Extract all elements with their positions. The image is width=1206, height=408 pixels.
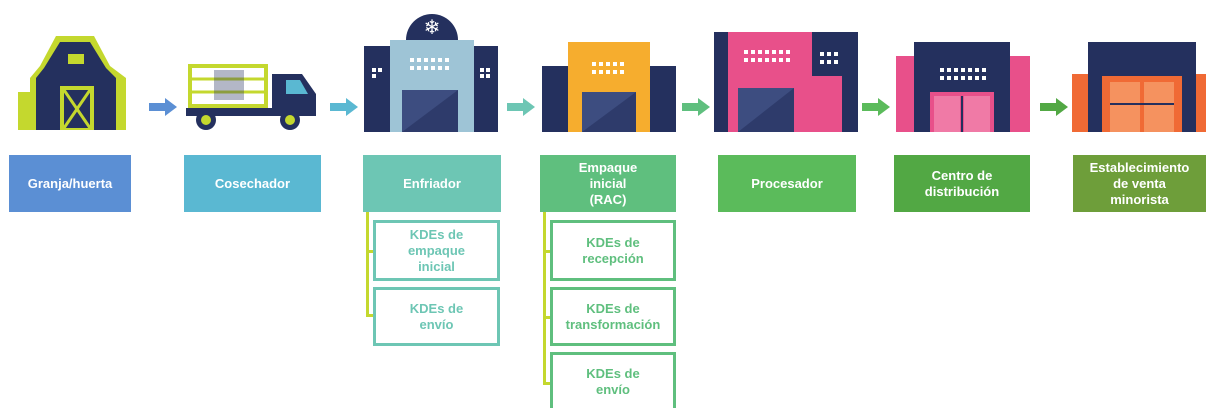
kde-box-enfriador-envio: KDEs de envío xyxy=(373,287,500,346)
kde-box-empaque-recepcion: KDEs de recepción xyxy=(550,220,676,281)
distribution-center-icon xyxy=(896,42,1030,132)
svg-text:❄: ❄ xyxy=(424,15,441,39)
flow-arrow-3 xyxy=(507,98,535,116)
stage-empaque-inicial: Empaque inicial (RAC) xyxy=(540,155,676,212)
kde-connector-tick xyxy=(366,250,374,253)
stage-procesador: Procesador xyxy=(718,155,856,212)
stage-label: Procesador xyxy=(751,175,823,191)
stage-granja: Granja/huerta xyxy=(9,155,131,212)
kde-box-enfriador-empaque: KDEs de empaque inicial xyxy=(373,220,500,281)
processor-building-icon xyxy=(714,32,858,132)
stage-label: Establecimiento de venta minorista xyxy=(1089,159,1190,207)
barn-icon xyxy=(18,36,126,130)
kde-connector-tick xyxy=(543,382,551,385)
kde-connector-tick xyxy=(366,314,374,317)
stage-enfriador: Enfriador xyxy=(363,155,501,212)
kde-box-empaque-envio: KDEs de envío xyxy=(550,352,676,408)
packing-building-icon xyxy=(542,42,676,132)
kde-label: KDEs de envío xyxy=(586,365,640,397)
stage-label: Enfriador xyxy=(403,175,461,191)
kde-label: KDEs de recepción xyxy=(582,234,644,266)
flow-arrow-4 xyxy=(682,98,710,116)
cooler-building-icon: ❄ xyxy=(364,14,498,132)
stage-establecimiento-venta: Establecimiento de venta minorista xyxy=(1073,155,1206,212)
kde-connector-tick xyxy=(543,250,551,253)
kde-connector-empaque xyxy=(543,212,546,384)
flow-arrow-5 xyxy=(862,98,890,116)
stage-label: Granja/huerta xyxy=(27,175,113,191)
retail-store-icon xyxy=(1072,42,1206,132)
kde-box-empaque-transformacion: KDEs de transformación xyxy=(550,287,676,346)
stage-centro-distribucion: Centro de distribución xyxy=(894,155,1030,212)
kde-connector-tick xyxy=(543,316,551,319)
flow-arrow-2 xyxy=(330,98,358,116)
flow-arrow-1 xyxy=(149,98,177,116)
kde-label: KDEs de transformación xyxy=(565,300,661,332)
stage-cosechador: Cosechador xyxy=(184,155,321,212)
kde-label: KDEs de empaque inicial xyxy=(407,226,466,274)
stage-label: Centro de distribución xyxy=(924,167,1000,199)
truck-icon xyxy=(186,64,316,130)
kde-connector-enfriador xyxy=(366,212,369,316)
stage-label: Cosechador xyxy=(214,175,291,191)
flow-arrow-6 xyxy=(1040,98,1068,116)
stage-label: Empaque inicial (RAC) xyxy=(578,159,638,207)
kde-label: KDEs de envío xyxy=(409,300,464,332)
